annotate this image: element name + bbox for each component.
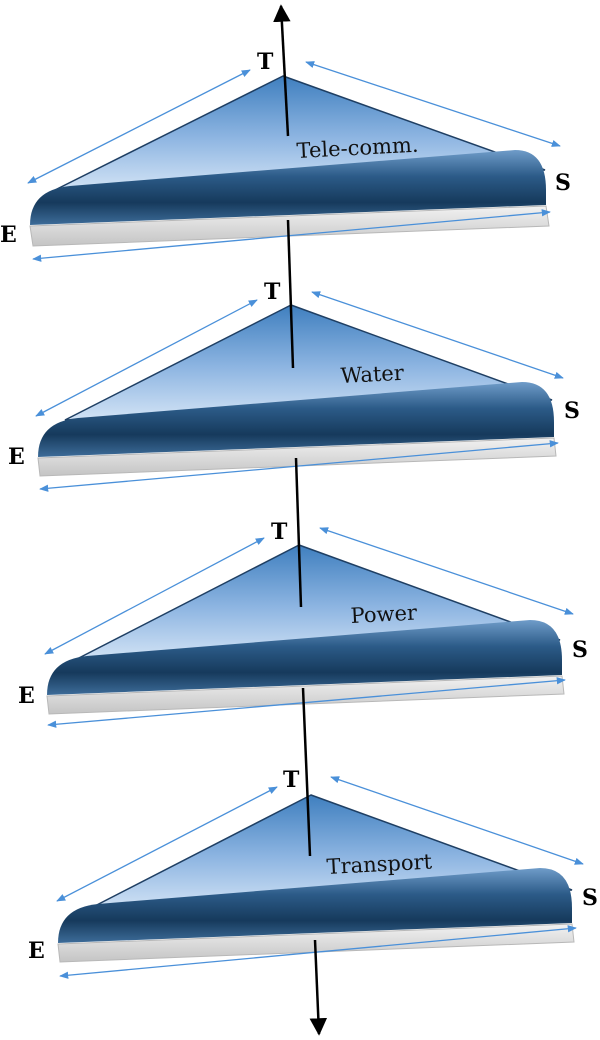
- layer-label: Transport: [326, 849, 433, 879]
- corner-label-left: E: [0, 222, 17, 248]
- dimension-arrow-left-edge: [27, 69, 251, 184]
- dimension-arrow-left-edge: [44, 537, 265, 655]
- axis-arrow-top: [273, 4, 291, 137]
- central-axis: [273, 4, 328, 1036]
- corner-label-top: T: [264, 279, 281, 305]
- corner-label-left: E: [18, 683, 35, 709]
- corner-label-top: T: [257, 49, 274, 75]
- dimension-arrow-base: [39, 440, 559, 492]
- layer-base: [58, 868, 572, 943]
- layer-label: Power: [350, 601, 418, 628]
- layer-base: [30, 150, 546, 225]
- corner-label-right: S: [572, 637, 588, 663]
- dimension-arrow-base: [32, 209, 551, 262]
- corner-label-top: T: [283, 767, 300, 793]
- dimension-arrow-left-edge: [35, 299, 258, 417]
- layer-base: [38, 382, 554, 457]
- dimension-arrow-left-edge: [56, 786, 278, 902]
- dimension-arrow-right-edge: [305, 61, 561, 147]
- corner-label-top: T: [271, 519, 288, 545]
- layer-telecomm: T E S Tele-comm.: [0, 49, 571, 262]
- layer-transport: T E S Transport: [28, 767, 598, 979]
- layer-base: [47, 620, 562, 695]
- dimension-arrow-right-edge: [311, 291, 564, 379]
- layer-water: T E S Water: [8, 279, 580, 492]
- dimension-arrow-right-edge: [330, 776, 584, 865]
- axis-arrow-bottom: [309, 939, 328, 1036]
- layer-power: T E S Power: [18, 519, 588, 728]
- corner-label-left: E: [8, 444, 25, 470]
- dimension-arrow-base: [47, 677, 566, 728]
- corner-label-right: S: [582, 885, 598, 911]
- axis-segment: [294, 457, 303, 608]
- corner-label-right: S: [564, 398, 580, 424]
- axis-segment: [301, 687, 312, 857]
- dimension-arrow-base: [59, 925, 577, 979]
- corner-label-right: S: [555, 170, 571, 196]
- corner-label-left: E: [28, 938, 45, 964]
- dimension-arrow-right-edge: [319, 527, 574, 615]
- layer-label: Water: [340, 361, 405, 388]
- axis-segment: [286, 219, 295, 369]
